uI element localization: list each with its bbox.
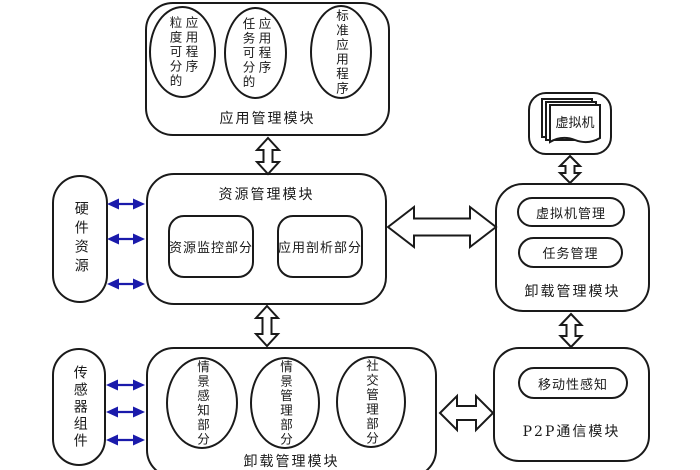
standard-app-ellipse: 标准应用程序 (310, 5, 372, 99)
hardware-resource: 硬件资源 (52, 175, 108, 303)
double-arrow-context-p2p (438, 393, 495, 433)
offload-management-module-label: 卸载管理模块 (524, 284, 621, 300)
vm-management-label: 虚拟机管理 (535, 206, 606, 222)
double-arrow-app-resource (254, 136, 282, 176)
double-arrow-vm-offload (557, 154, 583, 185)
task-management-item: 任务管理 (518, 237, 623, 268)
sensor-component-label: 传感器组件 (71, 364, 88, 450)
sensor-component: 传感器组件 (52, 348, 106, 466)
blue-arrow-hw-2 (107, 233, 145, 245)
document-stack-icon: 虚拟机 (541, 98, 601, 144)
ellipse-text-col: 情景感知部分 (195, 359, 210, 447)
double-arrow-offload-p2p (558, 312, 584, 349)
mobility-awareness-label: 移动性感知 (537, 377, 608, 393)
ellipse-text-col: 社交管理部分 (364, 358, 379, 446)
app-management-module-label: 应用管理模块 (219, 111, 316, 127)
vm-label: 虚拟机 (555, 116, 594, 131)
ellipse-text: 社交管理部分 (362, 359, 380, 446)
ellipse-text-col: 情景管理部分 (278, 359, 293, 447)
ellipse-text-col: 任务可分的 (240, 16, 256, 90)
ellipse-text-col: 应用程序 (256, 16, 272, 75)
hardware-resource-label: 硬件资源 (72, 201, 89, 277)
context-management-module-label: 卸载管理模块 (243, 454, 340, 470)
p2p-communication-module (493, 347, 650, 462)
double-arrow-resource-offload (386, 204, 498, 250)
blue-arrow-sensor-1 (106, 379, 145, 391)
double-arrow-resource-context (253, 304, 281, 348)
ellipse-text: 情景管理部分 (276, 360, 294, 447)
vm-management-item: 虚拟机管理 (517, 197, 625, 227)
blue-arrow-hw-3 (107, 278, 145, 290)
ellipse-text: 应用程序 任务可分的 (239, 17, 273, 90)
app-profiling-label: 应用剖析部分 (278, 241, 363, 256)
doc-page-front (549, 104, 601, 144)
blue-arrow-sensor-2 (106, 406, 145, 418)
app-profiling-box: 应用剖析部分 (277, 215, 363, 278)
granularity-divisible-app-ellipse: 应用程序 粒度可分的 (149, 6, 216, 98)
ellipse-text: 标准应用程序 (332, 9, 350, 96)
blue-arrow-hw-1 (107, 198, 145, 210)
ellipse-text: 应用程序 粒度可分的 (166, 16, 200, 89)
resource-management-module-label: 资源管理模块 (218, 187, 315, 203)
ellipse-text: 情景感知部分 (193, 360, 211, 447)
social-management-ellipse: 社交管理部分 (336, 356, 406, 448)
resource-monitoring-label: 资源监控部分 (169, 241, 254, 256)
ellipse-text-col: 应用程序 (183, 15, 199, 74)
context-management-ellipse: 情景管理部分 (250, 357, 320, 449)
virtual-machine-box: 虚拟机 (528, 92, 612, 155)
mobility-awareness-item: 移动性感知 (518, 367, 628, 399)
task-divisible-app-ellipse: 应用程序 任务可分的 (224, 7, 287, 99)
blue-arrow-sensor-3 (106, 434, 145, 446)
task-management-label: 任务管理 (542, 247, 599, 262)
ellipse-text-col: 粒度可分的 (167, 15, 183, 89)
p2p-communication-module-label: P2P通信模块 (522, 424, 621, 440)
context-awareness-ellipse: 情景感知部分 (166, 357, 238, 449)
resource-monitoring-box: 资源监控部分 (168, 215, 254, 278)
ellipse-text-col: 标准应用程序 (334, 8, 349, 96)
